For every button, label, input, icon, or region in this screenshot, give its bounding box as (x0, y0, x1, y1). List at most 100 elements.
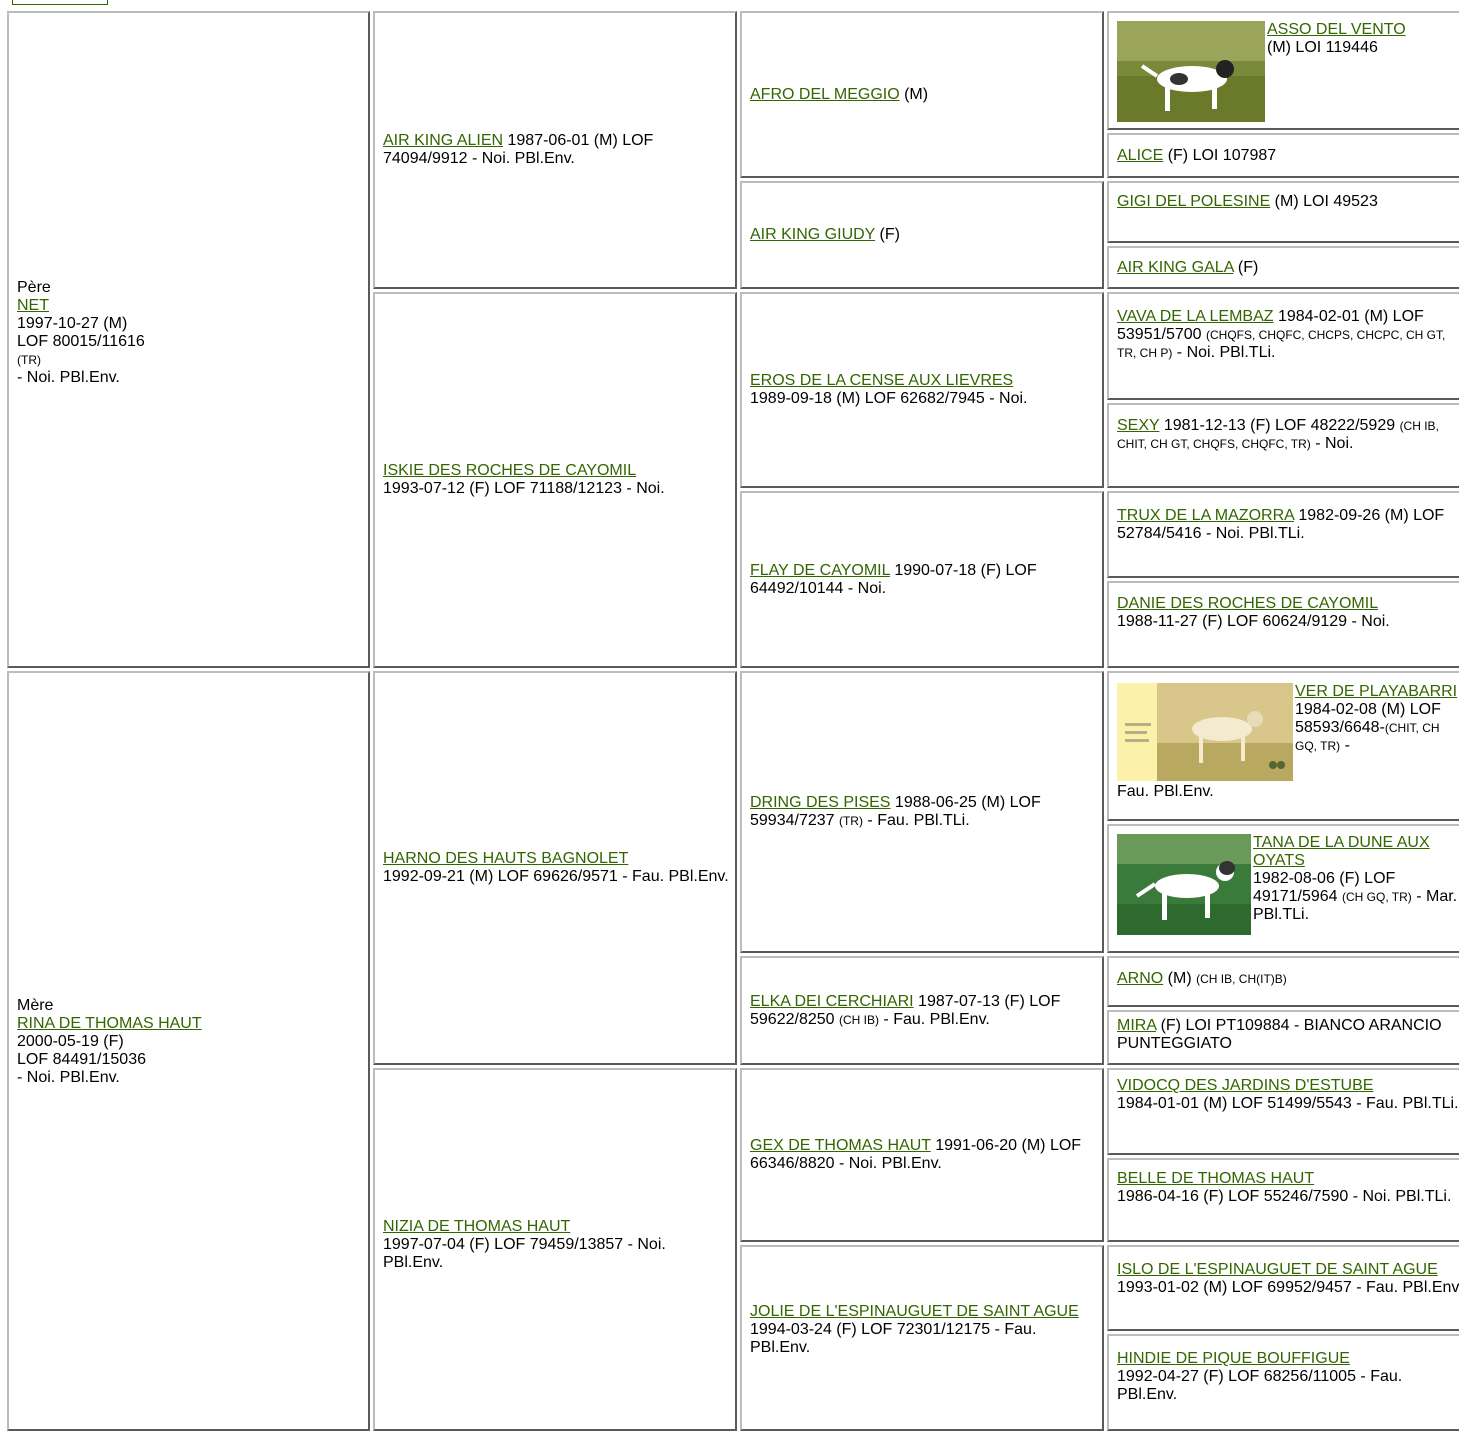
sketch-dog-photo (1117, 683, 1293, 781)
top-link-fragment[interactable] (12, 0, 108, 5)
father-titles: (TR) (17, 353, 41, 367)
father-registration: LOF 80015/11616 (17, 333, 145, 350)
pedigree-cell-g4: ASSO DEL VENTO (M) LOI 119446 (1107, 11, 1459, 130)
dog-info: 1993-07-12 (F) LOF 71188/12123 - Noi. (383, 480, 665, 497)
dog-info: (F) LOI PT109884 - BIANCO ARANCIO PUNTEG… (1117, 1017, 1442, 1052)
pedigree-cell-g3: ELKA DEI CERCHIARI 1987-07-13 (F) LOF 59… (740, 956, 1104, 1065)
dog-info: 1994-03-24 (F) LOF 72301/12175 - Fau. PB… (750, 1321, 1037, 1356)
dog-coat: Fau. PBl.Env. (1117, 783, 1214, 800)
dog-name-link[interactable]: HARNO DES HAUTS BAGNOLET (383, 850, 629, 867)
dog-name-link[interactable]: DRING DES PISES (750, 794, 891, 811)
pedigree-cell-g4: ISLO DE L'ESPINAUGUET DE SAINT AGUE 1993… (1107, 1245, 1459, 1331)
dog-name-link[interactable]: MIRA (1117, 1017, 1157, 1034)
dog-titles: (CH GQ, TR) (1341, 890, 1412, 904)
dog-color: - (1340, 737, 1350, 754)
pedigree-cell-g3: AIR KING GIUDY (F) (740, 181, 1104, 289)
pedigree-cell-g3: JOLIE DE L'ESPINAUGUET DE SAINT AGUE 199… (740, 1245, 1104, 1431)
pedigree-cell-g4: MIRA (F) LOI PT109884 - BIANCO ARANCIO P… (1107, 1010, 1459, 1065)
dog-info: 1984-02-08 (M) LOF 58593/6648- (1295, 701, 1441, 736)
dog-info: 1982-09-26 (M) LOF 52784/5416 - Noi. PBl… (1117, 507, 1445, 542)
pedigree-cell-g3: AFRO DEL MEGGIO (M) (740, 11, 1104, 178)
dog-info: 1992-09-21 (M) LOF 69626/9571 - Fau. PBl… (383, 868, 729, 885)
dog-info: 1991-06-20 (M) LOF 66346/8820 - Noi. PBl… (750, 1137, 1082, 1172)
dog-info: (M) LOI 119446 (1267, 39, 1378, 56)
dog-name-link[interactable]: GEX DE THOMAS HAUT (750, 1137, 931, 1154)
dog-name-link[interactable]: ASSO DEL VENTO (1267, 21, 1406, 38)
dog-info: 1987-06-01 (M) LOF 74094/9912 - Noi. PBl… (383, 132, 654, 167)
dog-name-link[interactable]: BELLE DE THOMAS HAUT (1117, 1170, 1315, 1187)
dog-name-link[interactable]: ISKIE DES ROCHES DE CAYOMIL (383, 462, 637, 479)
dog-titles: (CH IB, CHIT, CH GT, CHQFS, CHQFC, TR) (1117, 419, 1439, 451)
dog-info: 1990-07-18 (F) LOF 64492/10144 - Noi. (750, 561, 1037, 597)
dog-name-link[interactable]: ARNO (1117, 970, 1164, 987)
dog-info: 1993-01-02 (M) LOF 69952/9457 - Fau. PBl… (1117, 1279, 1459, 1296)
pedigree-cell-g4: GIGI DEL POLESINE (M) LOI 49523 (1107, 181, 1459, 243)
father-dob: 1997-10-27 (M) (17, 315, 128, 332)
dog-name-link[interactable]: VIDOCQ DES JARDINS D'ESTUBE (1117, 1077, 1374, 1094)
dog-info: (M) (899, 85, 929, 103)
dog-titles: (CHIT, CH GQ, TR) (1295, 721, 1440, 753)
dog-titles: (CH IB, CH(IT)B) (1196, 972, 1287, 986)
dog-name-link[interactable]: TANA DE LA DUNE AUX OYATS (1253, 834, 1430, 869)
dog-name-link[interactable]: ELKA DEI CERCHIARI (750, 992, 914, 1010)
dog-info: (M) LOI 49523 (1270, 193, 1378, 210)
mother-registration: LOF 84491/15036 (17, 1051, 146, 1068)
dog-name-link[interactable]: ALICE (1117, 146, 1164, 164)
dog-info: 1981-12-13 (F) LOF 48222/5929 (1159, 417, 1400, 434)
dog-color: - Fau. PBl.TLi. (862, 812, 970, 829)
dog-name-link[interactable]: SEXY (1117, 417, 1160, 434)
dog-name-link[interactable]: EROS DE LA CENSE AUX LIEVRES (750, 372, 1014, 389)
dog-info: 1984-01-01 (M) LOF 51499/5543 - Fau. PBl… (1117, 1095, 1459, 1112)
pointer-dog-photo (1117, 834, 1251, 935)
pedigree-cell-g4: VAVA DE LA LEMBAZ 1984-02-01 (M) LOF 539… (1107, 292, 1459, 400)
pedigree-cell-mother: Mère RINA DE THOMAS HAUT 2000-05-19 (F) … (7, 671, 370, 1431)
pedigree-cell-g4: VER DE PLAYABARRI 1984-02-08 (M) LOF 585… (1107, 671, 1459, 821)
dog-name-link[interactable]: AIR KING GALA (1117, 258, 1234, 276)
pedigree-cell-g4: TRUX DE LA MAZORRA 1982-09-26 (M) LOF 52… (1107, 491, 1459, 578)
pedigree-cell-g4: ALICE (F) LOI 107987 (1107, 133, 1459, 178)
dog-name-link[interactable]: VAVA DE LA LEMBAZ (1117, 308, 1274, 325)
dog-name-link[interactable]: AIR KING GIUDY (750, 226, 876, 243)
mother-name-link[interactable]: RINA DE THOMAS HAUT (17, 1015, 202, 1032)
dog-info: 1984-02-01 (M) LOF 53951/5700 (1117, 308, 1424, 343)
dog-info: (F) LOI 107987 (1163, 146, 1277, 164)
father-color: - Noi. PBl.Env. (17, 369, 120, 386)
dog-info: (M) (1163, 970, 1197, 987)
mother-dob: 2000-05-19 (F) (17, 1033, 124, 1050)
dog-titles: (TR) (838, 814, 863, 828)
dog-name-link[interactable]: ISLO DE L'ESPINAUGUET DE SAINT AGUE (1117, 1261, 1438, 1278)
dog-name-link[interactable]: AFRO DEL MEGGIO (750, 85, 900, 103)
dog-info: 1992-04-27 (F) LOF 68256/11005 - Fau. PB… (1117, 1368, 1403, 1403)
pedigree-cell-g4: AIR KING GALA (F) (1107, 246, 1459, 289)
pedigree-cell-g4: SEXY 1981-12-13 (F) LOF 48222/5929 (CH I… (1107, 403, 1459, 488)
pedigree-cell-g3: DRING DES PISES 1988-06-25 (M) LOF 59934… (740, 671, 1104, 953)
father-name-link[interactable]: NET (17, 297, 49, 314)
pedigree-cell-g4: TANA DE LA DUNE AUX OYATS 1982-08-06 (F)… (1107, 824, 1459, 953)
dog-info: 1988-06-25 (M) LOF 59934/7237 (750, 794, 1041, 829)
dog-color: - Noi. PBl.TLi. (1172, 344, 1276, 361)
dog-name-link[interactable]: VER DE PLAYABARRI (1295, 683, 1458, 700)
dog-name-link[interactable]: HINDIE DE PIQUE BOUFFIGUE (1117, 1350, 1350, 1367)
dog-info: 1997-07-04 (F) LOF 79459/13857 - Noi. PB… (383, 1236, 666, 1271)
pedigree-cell-g4: ARNO (M) (CH IB, CH(IT)B) (1107, 956, 1459, 1007)
pedigree-cell-g3: FLAY DE CAYOMIL 1990-07-18 (F) LOF 64492… (740, 491, 1104, 668)
dog-info: (F) (1233, 258, 1259, 276)
dog-info: 1982-08-06 (F) LOF 49171/5964 (1253, 870, 1396, 905)
dog-name-link[interactable]: NIZIA DE THOMAS HAUT (383, 1218, 571, 1235)
dog-name-link[interactable]: AIR KING ALIEN (383, 132, 504, 149)
pointer-dog-photo (1117, 21, 1265, 122)
dog-color: - Fau. PBl.Env. (878, 1010, 990, 1028)
dog-name-link[interactable]: FLAY DE CAYOMIL (750, 561, 890, 579)
dog-name-link[interactable]: GIGI DEL POLESINE (1117, 193, 1271, 210)
mother-color: - Noi. PBl.Env. (17, 1069, 120, 1086)
dog-name-link[interactable]: JOLIE DE L'ESPINAUGUET DE SAINT AGUE (750, 1303, 1079, 1320)
dog-name-link[interactable]: TRUX DE LA MAZORRA (1117, 507, 1294, 524)
dog-name-link[interactable]: DANIE DES ROCHES DE CAYOMIL (1117, 595, 1379, 612)
dog-info: 1987-07-13 (F) LOF 59622/8250 (750, 992, 1061, 1028)
